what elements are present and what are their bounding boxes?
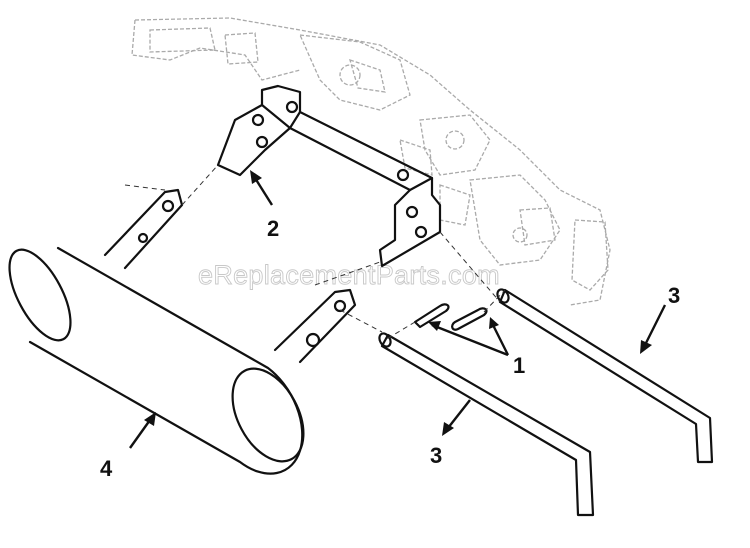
callout-arrow-2 — [250, 170, 274, 206]
callout-arrow-4 — [129, 412, 156, 449]
callout-arrow-3-left — [442, 399, 471, 436]
ghost-frame — [131, 17, 611, 306]
callout-3-right: 3 — [668, 283, 680, 308]
part-4-roller — [8, 188, 357, 475]
callout-3-left: 3 — [430, 443, 442, 468]
callout-4: 4 — [100, 456, 113, 481]
callout-arrow-3-right — [640, 304, 667, 354]
part-3-rod-right — [496, 288, 714, 464]
callout-2: 2 — [267, 216, 279, 241]
callout-1: 1 — [513, 353, 525, 378]
part-1-pins — [413, 303, 488, 331]
part-2-bracket — [216, 84, 442, 268]
alignment-lines — [124, 164, 506, 341]
watermark-text: eReplacementParts.com — [198, 260, 500, 290]
part-3-rod-left — [378, 332, 595, 517]
callout-arrow-1 — [428, 317, 510, 357]
